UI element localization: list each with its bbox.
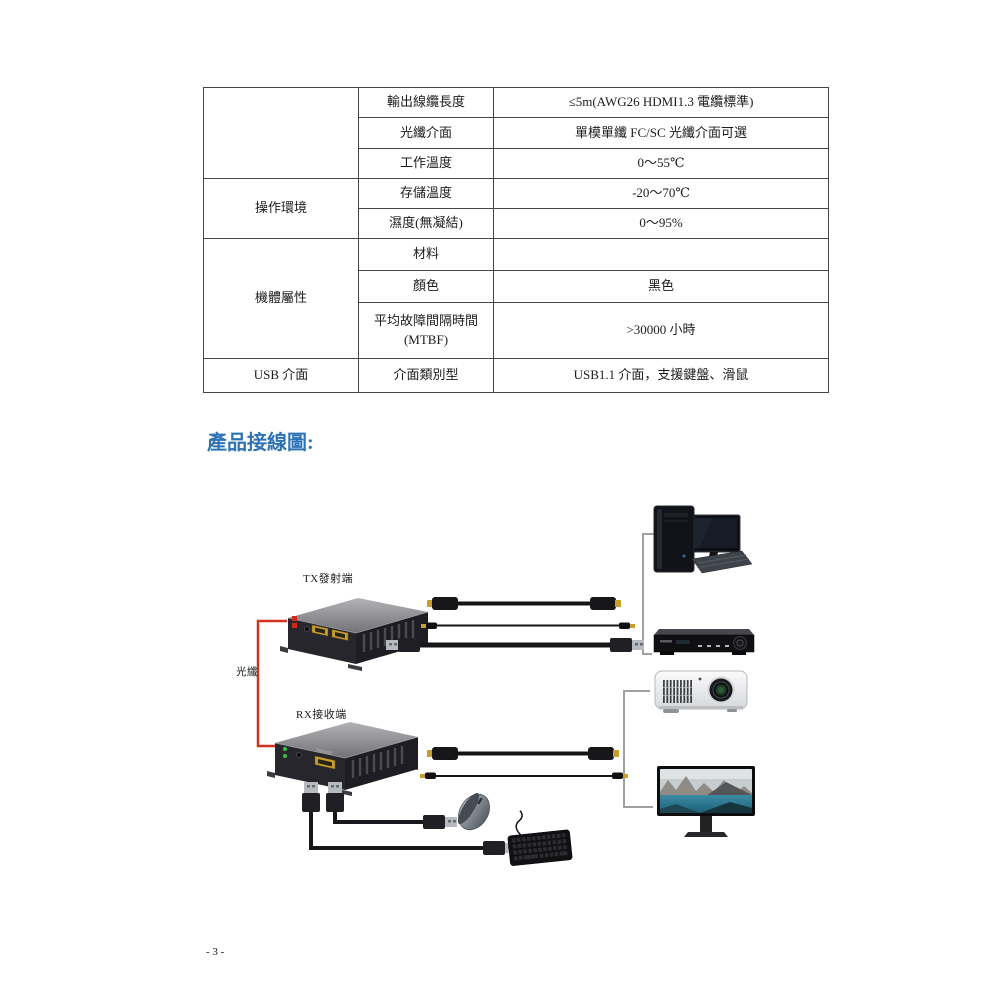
tx-vents xyxy=(362,620,415,652)
spec-param: 存儲溫度 xyxy=(358,178,494,209)
bracket-top xyxy=(642,533,657,655)
spec-param: 平均故障間隔時間 (MTBF) xyxy=(358,302,494,359)
spec-param: 光纖介面 xyxy=(358,117,494,149)
spec-table-container: 輸出線纜長度 ≤5m(AWG26 HDMI1.3 電纜標準) 光纖介面 單模單纖… xyxy=(203,87,829,393)
bracket-bottom xyxy=(623,690,653,808)
section-title: 產品接線圖: xyxy=(207,432,314,454)
spec-param: 濕度(無凝結) xyxy=(358,208,494,239)
tx-audio-cable xyxy=(421,622,635,629)
rx-hdmi-cable xyxy=(427,747,619,760)
spec-table: 輸出線纜長度 ≤5m(AWG26 HDMI1.3 電纜標準) 光纖介面 單模單纖… xyxy=(203,87,829,393)
mouse xyxy=(457,793,490,831)
rx-audio-jack xyxy=(296,752,302,758)
spec-value: -20～70℃ xyxy=(493,178,829,209)
spec-group-label: 機體屬性 xyxy=(203,238,359,359)
source-computer xyxy=(653,505,753,574)
tx-fiber-port xyxy=(292,616,297,621)
monitor-wallpaper xyxy=(660,769,752,813)
spec-value: 單模單纖 FC/SC 光纖介面可選 xyxy=(493,117,829,149)
spec-group-label: USB 介面 xyxy=(203,358,359,393)
tx-hdmi-cable xyxy=(427,597,621,610)
spec-value xyxy=(493,238,829,271)
rx-led xyxy=(283,747,287,751)
spec-group-label: 操作環境 xyxy=(203,178,359,239)
tx-audio-jack xyxy=(304,626,310,632)
rx-vents xyxy=(351,746,404,778)
fiber-link-line xyxy=(256,619,287,748)
tx-device-label: TX發射端 xyxy=(303,573,354,585)
rx-audio-cable xyxy=(420,772,628,779)
spec-param: 介面類別型 xyxy=(358,358,494,393)
spec-param: 顏色 xyxy=(358,270,494,303)
keyboard xyxy=(507,810,573,866)
fiber-label: 光纖 xyxy=(236,667,258,678)
spec-value: >30000 小時 xyxy=(493,302,829,359)
tx-extender-device xyxy=(280,598,429,671)
rx-device-label: RX接收端 xyxy=(296,709,347,721)
spec-value: ≤5m(AWG26 HDMI1.3 電纜標準) xyxy=(493,87,829,118)
page-number: - 3 - xyxy=(206,946,225,958)
dvd-player xyxy=(653,629,755,655)
spec-value: USB1.1 介面，支援鍵盤、滑鼠 xyxy=(493,358,829,393)
projector xyxy=(654,670,748,713)
spec-value: 黑色 xyxy=(493,270,829,303)
tx-usb-cable xyxy=(386,638,644,652)
projector-vents xyxy=(663,680,692,703)
display-monitor xyxy=(657,766,755,837)
rx-extender-device xyxy=(267,722,419,796)
spec-group-label xyxy=(203,87,359,179)
spec-value: 0～95% xyxy=(493,208,829,239)
